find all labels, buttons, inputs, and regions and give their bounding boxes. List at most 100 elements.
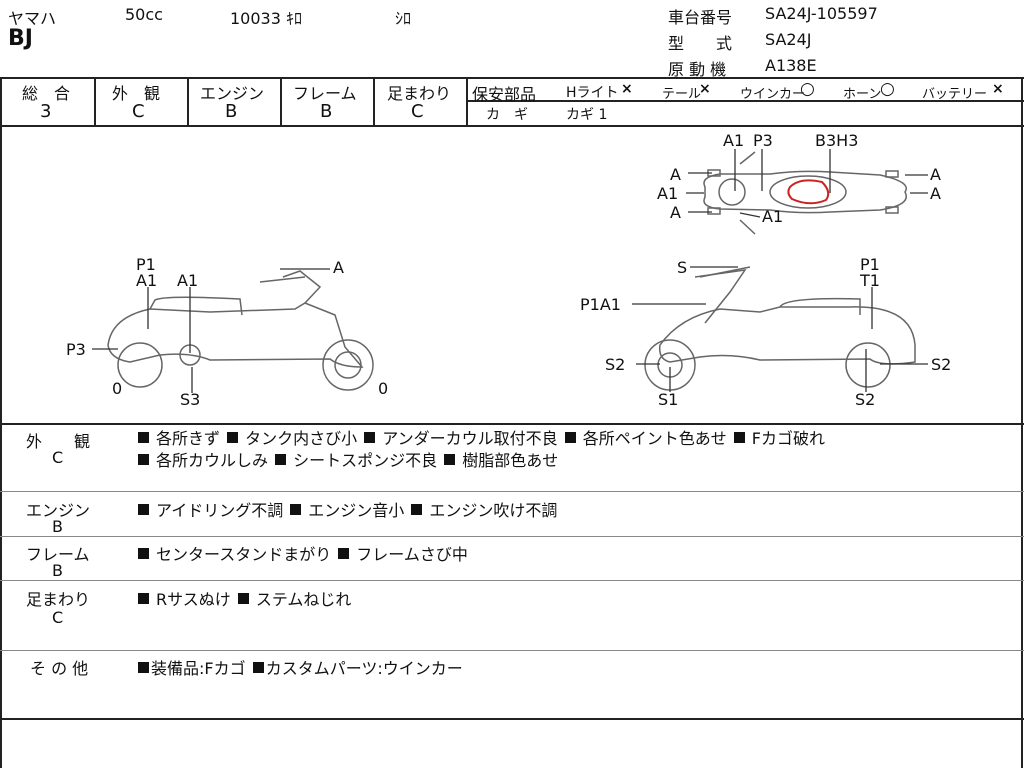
diagram-label: P1 (860, 255, 880, 274)
model-name: BJ (8, 26, 33, 51)
suspension-grade: C (411, 101, 424, 122)
diagram-label: T1 (860, 271, 880, 290)
frame-no: SA24J-105597 (765, 4, 878, 23)
color: ｼﾛ (395, 9, 412, 28)
note-label: 足まわり (26, 590, 91, 609)
divider (0, 423, 1024, 425)
diagram-label: B3H3 (815, 131, 859, 150)
note-item: ステムねじれ (255, 590, 352, 609)
note-item: Rサスぬけ (156, 590, 231, 609)
diagram-label: 0 (378, 379, 389, 398)
bullet-icon (252, 662, 264, 673)
overall-label: 総 合 (22, 84, 71, 103)
diagram-label: 0 (112, 379, 123, 398)
note-items: センタースタンドまがり フレームさび中 (136, 541, 468, 565)
note-items: アイドリング不調 エンジン音小 エンジン吹け不調 (136, 497, 557, 521)
battery-label: バッテリー (922, 87, 988, 102)
diagram-label: A1 (136, 271, 158, 290)
key-label: カ ギ (486, 107, 528, 123)
diagram-label: A (930, 184, 941, 203)
divider (187, 77, 189, 125)
note-item: エンジン音小 (308, 501, 405, 520)
diagram-label: A (670, 165, 681, 184)
diagram-label: A1 (762, 207, 784, 226)
note-grade: C (52, 448, 64, 467)
note-item: エンジン吹け不調 (429, 501, 558, 520)
divider (466, 77, 468, 125)
divider (94, 77, 96, 125)
engine-grade-label: エンジン (200, 84, 265, 103)
note-label: エンジン (26, 501, 91, 520)
diagram-label: P3 (753, 131, 773, 150)
frame-grade: B (320, 101, 333, 122)
divider (280, 77, 282, 125)
note-grade: B (52, 561, 63, 580)
bullet-icon (338, 548, 350, 559)
diagram-label: A (333, 258, 344, 277)
horn-label: ホーン (843, 87, 882, 102)
note-item: フレームさび中 (356, 545, 468, 564)
bullet-icon (290, 504, 302, 515)
note-grade: C (52, 608, 64, 627)
diagram-label: A (930, 165, 941, 184)
key-value: カギ 1 (566, 107, 608, 123)
frame-grade-label: フレーム (293, 84, 357, 103)
diagram-label: P1A1 (580, 295, 621, 314)
note-item: タンク内さび小 (245, 429, 358, 448)
bullet-icon (138, 662, 149, 673)
type-value: SA24J (765, 30, 812, 49)
maker: ヤマハ (8, 9, 57, 28)
note-item: センタースタンドまがり (156, 545, 332, 564)
note-item: 各所きず (156, 429, 221, 448)
note-item: 樹脂部色あせ (462, 451, 559, 470)
border-left (0, 77, 2, 768)
divider (373, 77, 375, 125)
diagram-label: A1 (723, 131, 745, 150)
bullet-icon (411, 504, 423, 515)
diagram-label: S (677, 258, 688, 277)
note-item: アイドリング不調 (156, 501, 284, 520)
diagram-label: A1 (177, 271, 199, 290)
exterior-label: 外 観 (112, 84, 161, 103)
diagram-label: S2 (855, 390, 876, 409)
note-item: アンダーカウル取付不良 (382, 429, 558, 448)
mileage: 10033 ｷﾛ (230, 9, 302, 28)
safety-label: 保安部品 (472, 85, 537, 104)
note-items: Rサスぬけ ステムねじれ (136, 586, 351, 610)
type-label: 型 式 (668, 34, 733, 53)
engine-label: 原 動 機 (668, 60, 727, 79)
diagram-label: P3 (66, 340, 86, 359)
taillight-label: テール (662, 87, 702, 102)
displacement: 50cc (125, 5, 163, 24)
bullet-icon (138, 593, 149, 604)
note-grade: B (52, 517, 63, 536)
bullet-icon (733, 432, 745, 443)
note-item: 各所ペイント色あせ (582, 429, 727, 448)
damage-mark (787, 179, 830, 205)
border-right (1021, 77, 1023, 768)
bullet-icon (138, 548, 149, 559)
bullet-icon (138, 432, 149, 443)
note-label: 外 観 (26, 432, 91, 451)
battery-status: × (992, 81, 1004, 97)
divider (0, 718, 1024, 720)
note-label: フレーム (26, 545, 90, 564)
note-item: 各所カウルしみ (156, 451, 269, 470)
note-items: 各所きず タンク内さび小 アンダーカウル取付不良 各所ペイント色あせ Fカゴ破れ… (136, 428, 1016, 472)
damage-diagram (92, 149, 928, 393)
diagram-label: S1 (658, 390, 679, 409)
suspension-grade-label: 足まわり (387, 84, 452, 103)
horn-status: ○ (880, 79, 895, 99)
exterior-grade: C (132, 101, 145, 122)
diagram-label: S2 (605, 355, 626, 374)
diagram-label: P1 (136, 255, 156, 274)
diagram-label: S3 (180, 390, 201, 409)
bullet-icon (138, 504, 149, 515)
bullet-icon (138, 454, 149, 465)
headlight-label: Hライト (566, 85, 619, 101)
note-item: Fカゴ破れ (751, 429, 826, 448)
headlight-status: × (621, 81, 633, 97)
diagram-label: A (670, 203, 681, 222)
overall-grade: 3 (40, 101, 52, 122)
bullet-icon (227, 432, 239, 443)
